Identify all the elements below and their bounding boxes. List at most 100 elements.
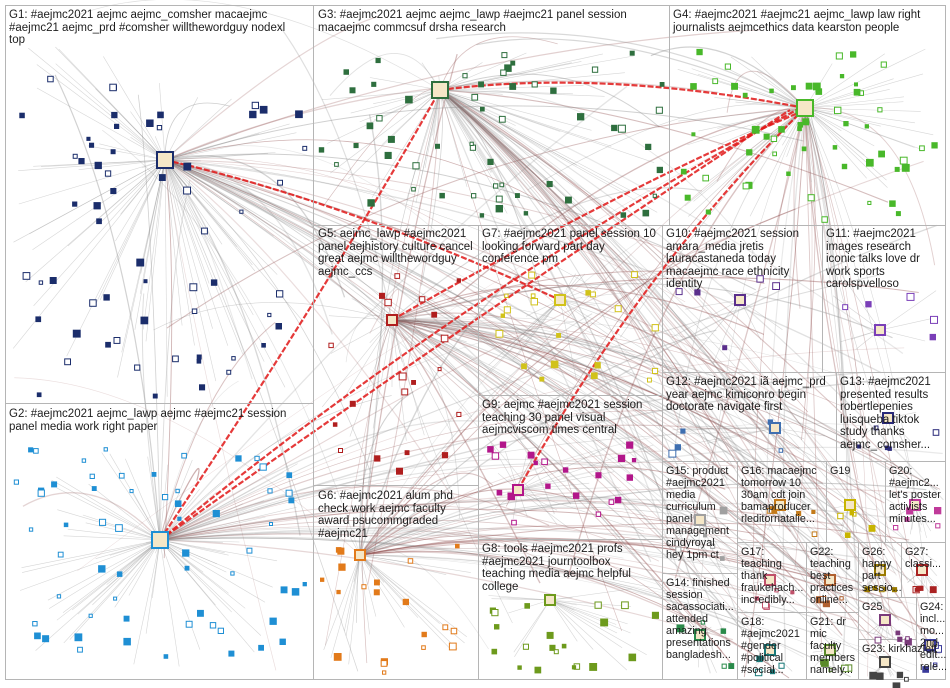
edge [359, 537, 938, 635]
node [98, 565, 106, 573]
edge [58, 48, 166, 161]
edge [328, 315, 393, 321]
edge [678, 107, 806, 122]
edge [801, 107, 816, 440]
edge [439, 89, 748, 482]
node [448, 642, 457, 651]
node [384, 151, 392, 159]
edge [359, 482, 927, 556]
edge [159, 321, 276, 541]
node [872, 586, 877, 591]
node [230, 571, 235, 576]
node [89, 142, 95, 148]
edge [164, 152, 276, 161]
edge [804, 107, 875, 147]
node [754, 668, 763, 677]
edge [323, 554, 361, 651]
edge [164, 159, 213, 329]
node [74, 633, 83, 642]
edge [48, 539, 161, 609]
edge [159, 539, 734, 641]
node [77, 646, 83, 653]
node [366, 122, 374, 130]
edge [782, 107, 806, 662]
edge [549, 599, 601, 609]
node [151, 472, 157, 477]
edge [67, 528, 161, 541]
edge [488, 299, 561, 366]
node [136, 258, 145, 267]
node [849, 511, 854, 516]
edge [391, 311, 447, 321]
node [269, 617, 277, 625]
edge [549, 599, 631, 634]
hub-node-g19 [844, 499, 856, 511]
edge [712, 299, 741, 364]
edge [348, 554, 361, 665]
node [380, 660, 388, 667]
edge [391, 319, 541, 584]
node [286, 472, 293, 478]
node [235, 455, 242, 462]
node [894, 166, 900, 172]
node [528, 271, 536, 279]
node [763, 133, 770, 140]
node [343, 69, 349, 75]
edge [549, 599, 631, 607]
node [571, 665, 577, 670]
node [895, 630, 901, 636]
edge [804, 107, 915, 124]
edge [804, 107, 867, 179]
hub-node-g18 [764, 644, 776, 656]
node [591, 66, 599, 73]
edge [164, 98, 232, 161]
node [109, 83, 117, 92]
node [196, 354, 202, 360]
node [864, 586, 871, 593]
edge [164, 159, 229, 346]
node [503, 306, 511, 314]
node [401, 388, 409, 396]
node [691, 132, 696, 137]
edge [164, 133, 260, 161]
node [412, 162, 420, 170]
node [675, 288, 683, 296]
edge [439, 89, 623, 216]
edge [351, 298, 393, 321]
edge [804, 107, 865, 156]
edge [55, 46, 166, 161]
edge [159, 464, 169, 541]
edge [684, 107, 806, 207]
edge [391, 284, 765, 335]
hub-node-g22 [824, 574, 836, 586]
edge [476, 38, 806, 109]
node [333, 653, 342, 661]
edge [439, 36, 558, 91]
edge [359, 224, 938, 556]
edge [391, 305, 705, 408]
edge [517, 447, 607, 491]
hub-node-g21 [824, 644, 836, 656]
edge [125, 458, 161, 541]
edge [359, 554, 377, 617]
edge [391, 317, 823, 470]
node [841, 163, 848, 170]
node [174, 500, 182, 507]
edge [164, 159, 451, 494]
node [722, 345, 728, 351]
node [696, 48, 703, 56]
edge [359, 495, 702, 556]
edge [832, 295, 881, 331]
edge [159, 347, 905, 541]
node [652, 193, 657, 198]
node [275, 323, 282, 330]
edge [159, 530, 767, 575]
edge [689, 425, 776, 429]
edge [439, 89, 911, 480]
edge [164, 159, 168, 397]
edge [338, 269, 393, 321]
edge [439, 89, 519, 182]
node [892, 587, 898, 593]
edge [159, 508, 766, 541]
node [103, 447, 108, 452]
